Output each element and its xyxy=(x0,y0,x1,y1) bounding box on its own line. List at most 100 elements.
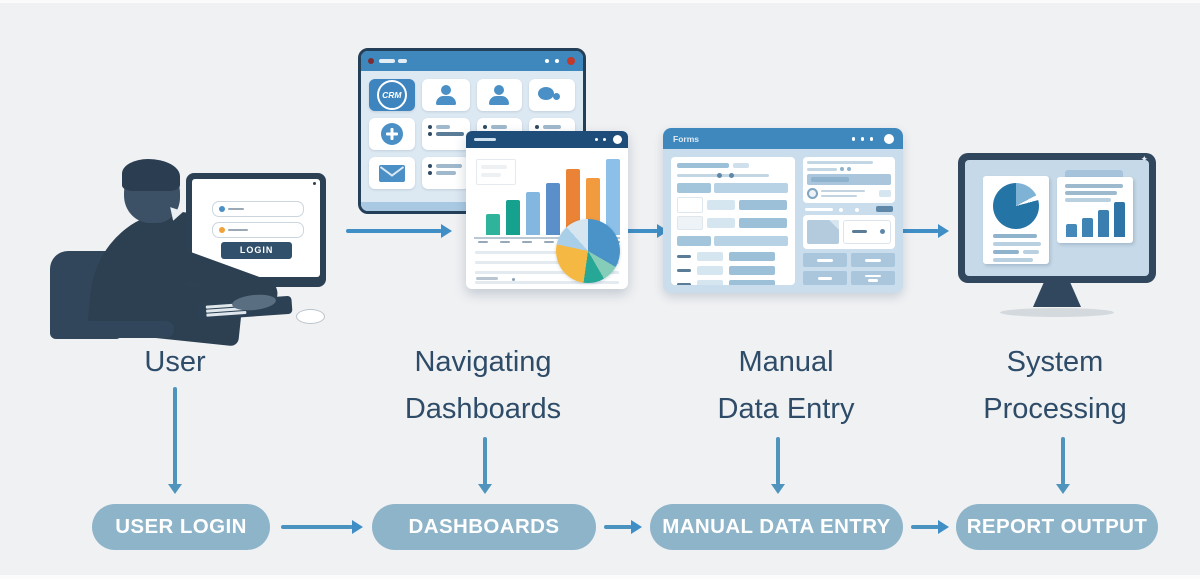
data-table-panel xyxy=(671,157,795,285)
pie-report-card xyxy=(983,176,1049,264)
form-card xyxy=(803,157,895,203)
footnote-dot xyxy=(512,278,515,281)
monitor-shadow xyxy=(1000,308,1114,317)
pill-manual-data-entry: MANUAL DATA ENTRY xyxy=(650,504,903,550)
form-button xyxy=(803,253,847,267)
report-row-line xyxy=(475,251,619,254)
chart-axis xyxy=(474,237,620,239)
table-row xyxy=(677,252,789,261)
pill-arrow-1 xyxy=(281,525,353,529)
contact-card xyxy=(421,79,470,111)
form-button xyxy=(851,253,895,267)
stage-label-system-processing: System Processing xyxy=(983,346,1127,425)
maximize-dot xyxy=(555,59,559,63)
report-row-line xyxy=(475,281,619,284)
chair-seat xyxy=(58,321,174,338)
chat-bubble-icon xyxy=(529,79,575,111)
report-bars-bar xyxy=(1066,224,1077,237)
crm-titlebar-dot xyxy=(368,58,374,64)
pill-dashboards: DASHBOARDS xyxy=(372,504,596,550)
crm-titlebar xyxy=(361,51,583,71)
report-bars-bar xyxy=(1082,217,1093,237)
flow-arrow-2 xyxy=(622,229,658,233)
close-button-dot xyxy=(613,135,622,144)
pill-arrow-3 xyxy=(911,525,939,529)
stage-label-dashboards: Navigating Dashboards xyxy=(404,346,562,425)
minimize-dot xyxy=(545,59,549,63)
pill-report-output: REPORT OUTPUT xyxy=(956,504,1158,550)
flow-arrow-1 xyxy=(346,229,442,233)
person-hair xyxy=(122,159,180,191)
analytics-titlebar xyxy=(466,131,628,148)
close-button-dot xyxy=(567,57,575,65)
person-icon xyxy=(489,85,510,105)
connector-arrow-manual-data-entry xyxy=(776,437,780,485)
crm-title-mark xyxy=(398,59,407,63)
report-screen xyxy=(965,160,1149,276)
crm-logo-card: CRM xyxy=(369,79,415,111)
chat-card xyxy=(529,79,575,111)
form-button xyxy=(851,271,895,285)
key-icon xyxy=(219,227,226,234)
username-field xyxy=(212,200,305,217)
person-icon xyxy=(435,85,456,105)
monitor-stand xyxy=(1033,283,1081,307)
mouse xyxy=(296,309,325,324)
list-card xyxy=(421,118,470,150)
analytics-window xyxy=(466,131,628,289)
add-icon xyxy=(380,123,403,145)
flow-arrow-3 xyxy=(899,229,939,233)
stage-label-manual-data-entry: Manual Data Entry xyxy=(717,346,855,425)
table-row xyxy=(677,266,789,275)
login-screen: LOGIN xyxy=(192,179,320,277)
report-bars-bar xyxy=(1114,201,1125,237)
titlebar-dot xyxy=(860,137,864,141)
connector-arrow-system-processing xyxy=(1061,437,1065,485)
close-button-dot xyxy=(884,134,894,144)
maximize-dot xyxy=(603,138,606,141)
login-monitor: LOGIN xyxy=(186,173,326,287)
forms-window-title: Forms xyxy=(673,134,699,144)
user-field-icon xyxy=(219,205,226,212)
crm-title-mark xyxy=(379,59,395,63)
table-header xyxy=(677,236,789,246)
dashboard-pie-chart xyxy=(556,219,620,283)
dashboard-bar-chart xyxy=(478,157,620,235)
form-button xyxy=(803,271,847,285)
minimize-dot xyxy=(595,138,598,141)
dash-bars-bar xyxy=(606,159,620,235)
form-buttons xyxy=(803,253,895,285)
analytics-title-mark xyxy=(474,138,496,141)
list-card xyxy=(421,157,470,189)
avatar-row xyxy=(807,188,891,199)
envelope-icon xyxy=(378,164,405,182)
dash-bars-bar xyxy=(546,182,560,235)
password-field xyxy=(212,222,305,239)
report-pie-chart xyxy=(993,183,1039,229)
forms-titlebar: Forms xyxy=(663,128,903,149)
footnote-mark xyxy=(476,277,498,280)
titlebar-dot xyxy=(851,137,855,141)
bar-report-card xyxy=(1057,177,1133,243)
username-placeholder-mark xyxy=(228,207,245,210)
table-row xyxy=(677,197,789,213)
dash-bars-bar xyxy=(566,168,580,235)
connector-arrow-dashboards xyxy=(483,437,487,485)
add-contact-card xyxy=(369,118,415,150)
form-banner xyxy=(807,174,891,185)
password-placeholder-mark xyxy=(228,229,249,232)
contact-card xyxy=(476,79,523,111)
slider-row xyxy=(677,173,789,178)
table-row xyxy=(677,280,789,285)
image-placeholder xyxy=(807,220,839,244)
table-header xyxy=(677,183,789,193)
input-field xyxy=(843,220,891,244)
report-bar-chart xyxy=(1066,195,1125,237)
report-row-line xyxy=(475,271,619,274)
pill-arrow-2 xyxy=(604,525,632,529)
avatar xyxy=(807,188,818,199)
report-monitor: ✦ xyxy=(958,153,1156,283)
dash-bars-bar xyxy=(486,213,500,235)
stage-label-user: User xyxy=(144,346,206,378)
attachment-card xyxy=(803,215,895,249)
